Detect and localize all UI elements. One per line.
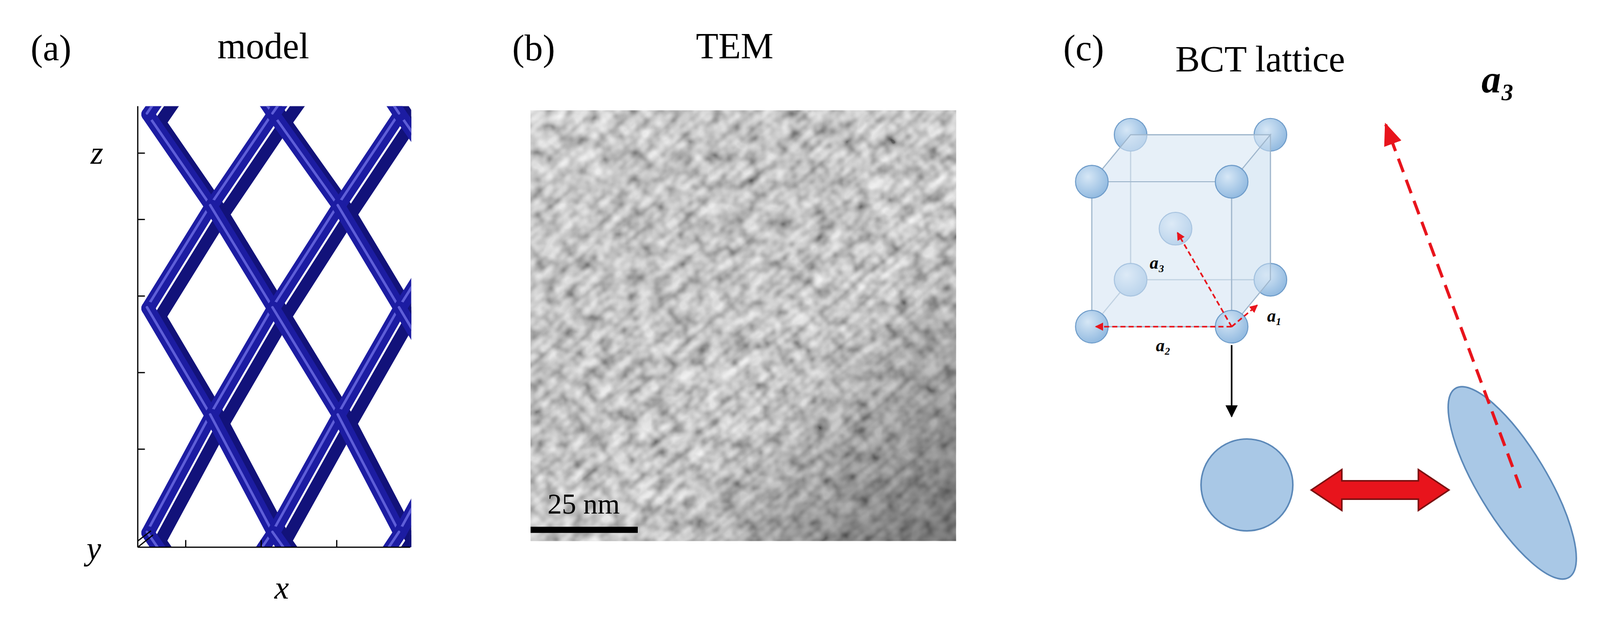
tube-highlight [210,113,273,205]
tube-highlight [398,414,411,532]
tube-highlight [272,414,338,532]
tube-highlight [337,106,399,114]
lattice-tube [338,114,400,206]
tube-highlight [147,531,211,548]
scale-bar [530,526,638,533]
lattice-tube [211,114,274,206]
lattice-tube [338,106,400,115]
tube-highlight [337,113,399,205]
axis-label: x [274,571,290,604]
tube-highlight [210,106,273,114]
tube-highlight [398,204,411,307]
bct-cube [1075,118,1287,343]
panel-label: (a) [30,29,72,67]
tube-highlight [210,531,273,548]
lattice-tube [148,205,212,308]
lattice-tube [273,106,339,115]
tube-highlight [337,531,399,548]
tem-image [530,110,956,542]
lattice-tube [148,415,212,533]
lattice-tube [400,415,412,533]
tube-highlight [272,113,338,205]
tube-highlight [147,414,211,532]
tube-highlight [210,414,273,532]
vector-label: a₁ [1267,307,1282,325]
tube-highlight [337,306,399,415]
lattice-tube [273,205,339,308]
panel-title: TEM [696,27,774,65]
vector-label: a₃ [1149,254,1165,273]
vector-label: a₂ [1156,337,1171,355]
scale-bar-label: 25 nm [547,489,620,519]
lattice-tube [160,106,224,123]
lattice-tube [338,308,400,416]
tube-highlight [210,204,273,307]
axis-label: y [86,532,102,566]
tube-highlight [272,204,338,307]
panel-title: model [217,27,309,65]
down-arrow [1230,344,1233,417]
lattice-tube [273,415,339,533]
sphere-particle [1201,438,1294,531]
lattice-tube [148,106,212,115]
tube-highlight [398,306,411,415]
ellipsoid-particle [1425,370,1599,596]
vector-label: a₃ [1481,60,1515,100]
tube-highlight [272,306,338,415]
lattice-tube [285,106,351,123]
lattice-tube [160,541,224,548]
panel-label: (c) [1063,29,1105,67]
tube-highlight [210,306,273,415]
tube-highlight [147,306,211,415]
tube-highlight [147,106,211,114]
axis-label: z [90,136,103,170]
axes [137,106,411,548]
panel-title: BCT lattice [1175,40,1345,78]
lattice-tube [400,205,412,308]
lattice-tube [285,541,351,548]
lattice-model [137,106,412,548]
tube-highlight [337,204,399,307]
lattice-tube [211,106,274,115]
tube-highlight [272,106,338,114]
panel-label: (b) [512,29,556,67]
lattice-tube [351,541,412,548]
double-arrow [1310,469,1449,511]
tube-highlight [398,113,411,205]
tube-highlight [147,113,211,205]
lattice-vectors [1095,232,1258,327]
tube-highlight [272,531,338,548]
tube-highlight [337,414,399,532]
lattice-tube [211,308,274,416]
orientation-vector [1385,124,1521,488]
tube-highlight [147,204,211,307]
